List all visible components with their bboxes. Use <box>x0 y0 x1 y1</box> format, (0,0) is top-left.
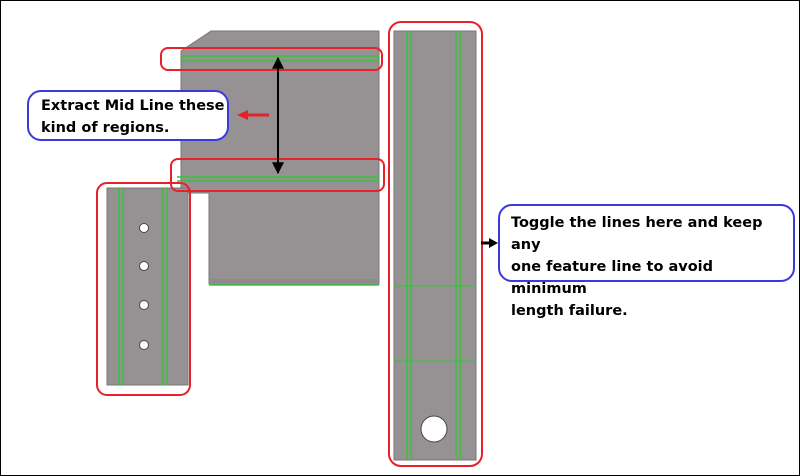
toggle-lines-callout-text: Toggle the lines here and keep any one f… <box>511 215 763 319</box>
midline-callout-text: Extract Mid Line these kind of regions. <box>41 98 225 136</box>
highlight-left-plate <box>96 182 191 396</box>
toggle-lines-callout: Toggle the lines here and keep any one f… <box>498 204 795 319</box>
right-arrow-icon <box>481 238 498 248</box>
midline-callout: Extract Mid Line these kind of regions. <box>27 90 229 141</box>
left-plate[interactable] <box>106 187 189 386</box>
left-arrow-icon <box>237 110 269 120</box>
plate-hole-4[interactable] <box>139 340 149 350</box>
plate-hole-2[interactable] <box>139 261 149 271</box>
vertical-bar-hole[interactable] <box>420 415 448 443</box>
bracket-bottom-flange <box>209 279 379 285</box>
plate-hole-3[interactable] <box>139 300 149 310</box>
plate-hole-1[interactable] <box>139 223 149 233</box>
highlight-top-flange <box>160 47 383 71</box>
bracket-body[interactable] <box>180 30 380 285</box>
